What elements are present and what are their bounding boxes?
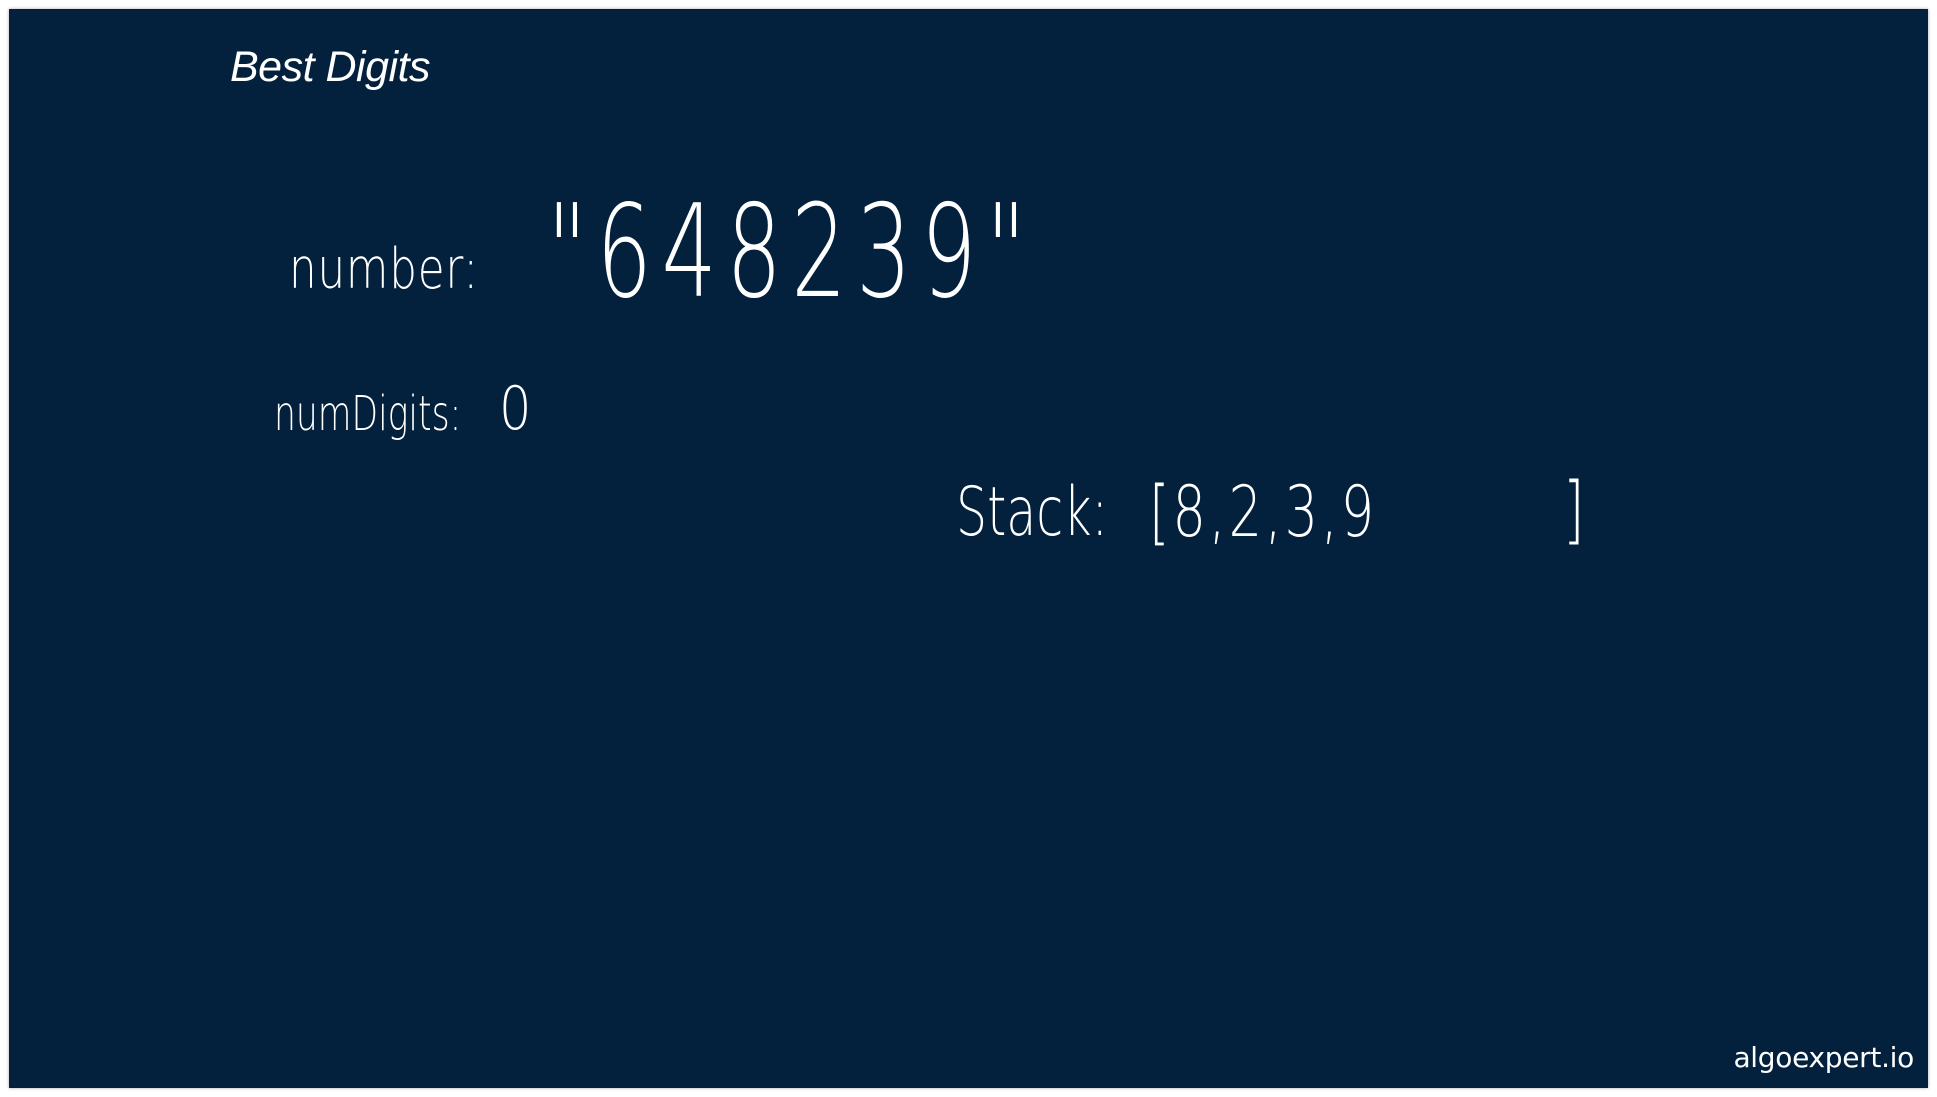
slide-canvas: Best Digits number: "648239" numDigits: … <box>9 9 1928 1088</box>
stack-closing-bracket: ] <box>1563 467 1585 553</box>
num-digits-value: 0 <box>499 374 532 444</box>
number-label: number: <box>289 237 479 302</box>
number-value: "648239" <box>547 178 1036 327</box>
slide-title: Best Digits <box>230 43 431 91</box>
num-digits-label: numDigits: <box>274 386 462 442</box>
stack-label: Stack: <box>956 473 1109 552</box>
watermark-text: algoexpert.io <box>1733 1041 1914 1074</box>
stack-contents: [8,2,3,9 <box>1149 471 1378 553</box>
